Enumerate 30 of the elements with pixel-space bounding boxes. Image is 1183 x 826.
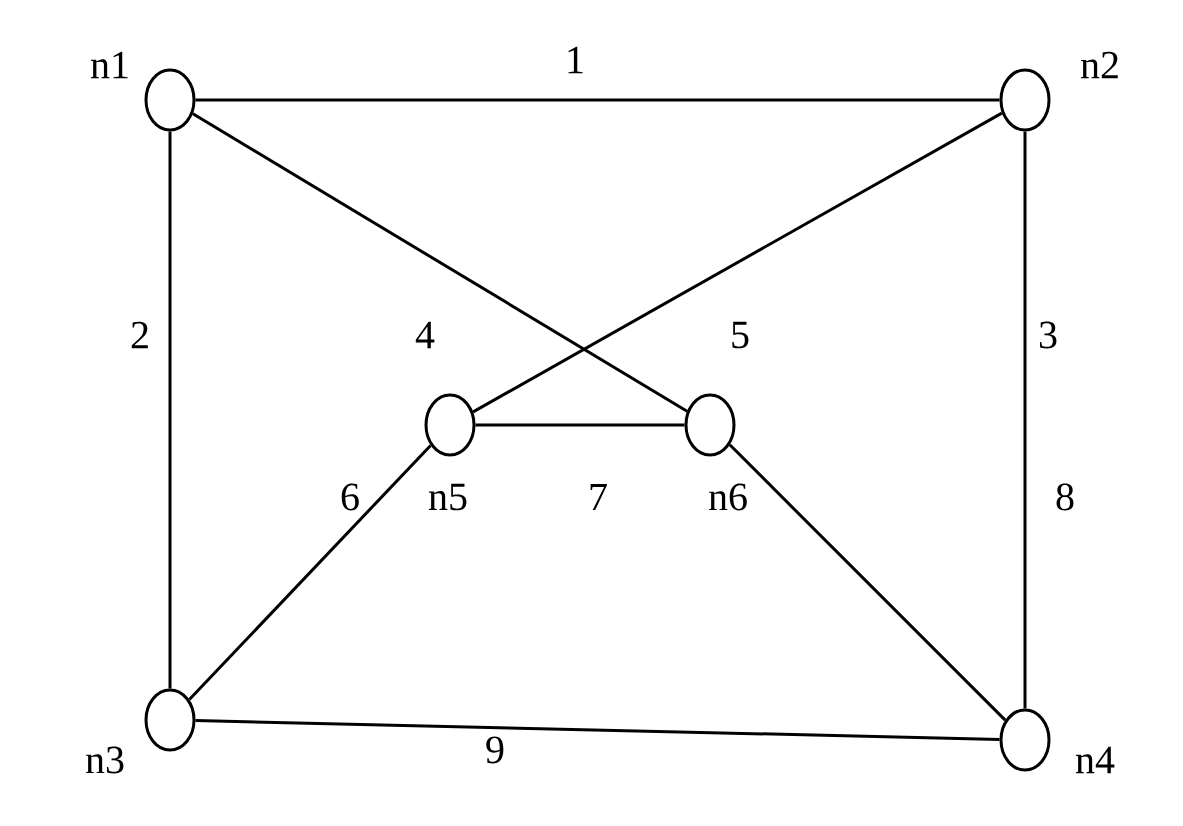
node-label: n4 — [1075, 746, 1115, 774]
connector-line — [195, 719, 1000, 741]
connector-line — [168, 131, 172, 689]
node-label: n3 — [85, 746, 124, 774]
circle-node — [999, 68, 1051, 132]
edge-label: 9 — [484, 735, 506, 765]
edge-label: 7 — [587, 482, 609, 512]
circle-node — [684, 393, 736, 457]
circle-node — [999, 708, 1051, 772]
edge-label: 2 — [129, 320, 151, 350]
circle-node — [144, 68, 196, 132]
node-label: n6 — [708, 483, 747, 511]
edge-label: 1 — [564, 45, 586, 75]
connector-line — [728, 443, 1007, 722]
node-label: n1 — [90, 51, 128, 79]
connector-line — [472, 111, 1003, 414]
connector-line — [195, 98, 1000, 102]
node-label: n2 — [1080, 51, 1118, 79]
connector-line — [192, 112, 688, 413]
number-label: 8 — [1054, 482, 1076, 512]
circle-node — [424, 393, 476, 457]
node-label: n5 — [428, 483, 467, 511]
edge-label: 4 — [414, 320, 436, 350]
connector-line — [188, 444, 432, 701]
edge-label: 5 — [729, 320, 751, 350]
connector-line — [1023, 131, 1027, 709]
edge-label: 3 — [1037, 320, 1059, 350]
edge-label: 6 — [339, 482, 361, 512]
circle-node — [144, 688, 196, 752]
connector-line — [475, 423, 685, 427]
